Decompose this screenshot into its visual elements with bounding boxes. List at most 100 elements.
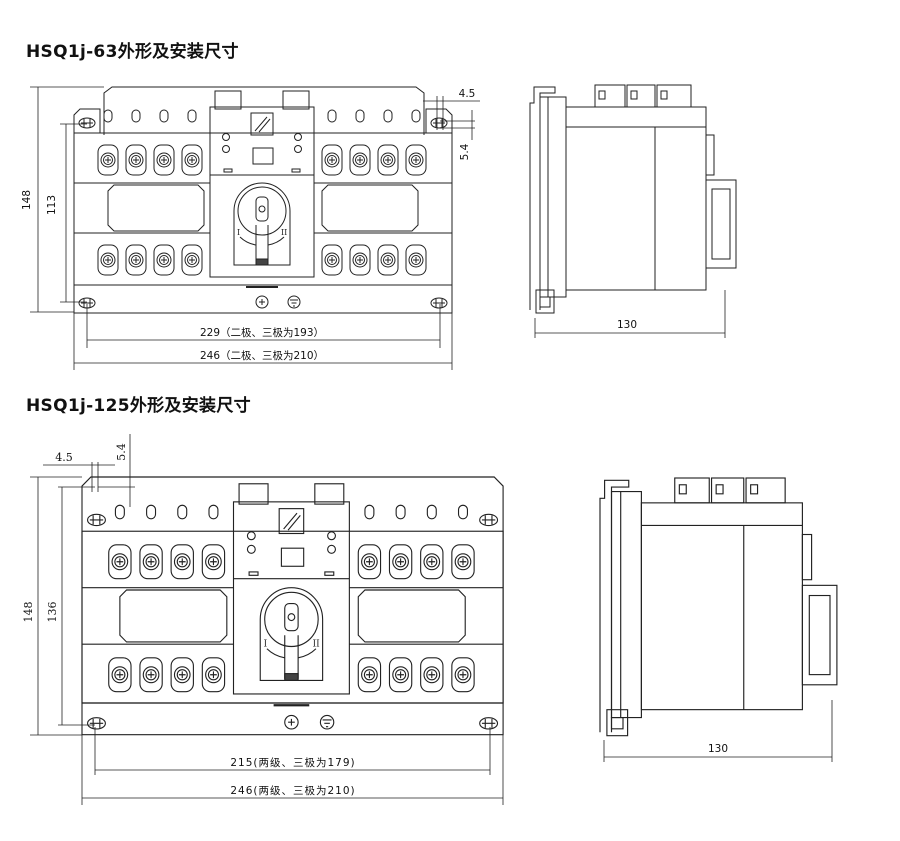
screw-icon [173, 553, 191, 571]
screw-icon [324, 252, 340, 268]
screw-cross-icon [161, 157, 167, 163]
terminal-screw [660, 90, 668, 100]
terminal-top [405, 144, 427, 176]
screw-icon [380, 252, 396, 268]
screw-icon [142, 666, 160, 684]
terminal-screw [750, 484, 759, 495]
oval-slot [177, 504, 188, 520]
screw-cross-icon [288, 718, 295, 726]
side-body [640, 502, 803, 711]
screw-cross-icon [357, 257, 363, 263]
terminal-top [181, 144, 203, 176]
switch-position-1: I [237, 228, 240, 237]
mounting-hole-icon [78, 117, 96, 129]
screw-cross-icon [116, 558, 124, 566]
screw-cross-icon [357, 157, 363, 163]
oval-slot [114, 504, 125, 520]
screw-icon [392, 553, 409, 571]
screw-icon [284, 714, 299, 730]
screw-cross-icon [147, 558, 155, 566]
screw-cross-icon [105, 257, 111, 263]
mounting-hole-icon [87, 513, 106, 527]
screw-head [457, 556, 469, 568]
screw-cross-icon [133, 157, 139, 163]
dimension-side-depth-125 [603, 700, 833, 762]
screw-cross-icon [385, 157, 391, 163]
screw-cross-icon [210, 558, 217, 566]
switch-knob [264, 591, 319, 648]
screw-head [395, 669, 407, 681]
terminal-bottom [388, 657, 413, 693]
screw-cross-icon [189, 157, 195, 163]
screw-icon [156, 252, 172, 268]
diagram-title-63: HSQ1j-63外形及安装尺寸 [26, 42, 239, 62]
ground-icon [319, 714, 335, 730]
status-window [280, 547, 305, 567]
switch-handle [284, 635, 299, 679]
terminal-bottom [357, 657, 382, 693]
knob-surround [233, 182, 291, 266]
knob-grip [284, 602, 299, 632]
clip-left [214, 90, 242, 110]
position-arc [239, 236, 285, 246]
screw-cross-icon [428, 671, 436, 679]
handle-tip [284, 673, 299, 681]
dim-hole-offset-y: 5.4 [459, 143, 471, 160]
screw-cross-icon [397, 558, 404, 566]
screw-head [114, 556, 126, 568]
screw-cross-icon [329, 257, 335, 263]
screw-icon [324, 152, 340, 168]
side-knob [705, 179, 737, 269]
screw-icon [156, 152, 172, 168]
top-plate [103, 86, 425, 135]
indicator [246, 544, 256, 554]
terminal-top [420, 544, 444, 580]
screw-icon [423, 553, 441, 571]
terminal-bottom [153, 244, 175, 276]
side-bump [705, 134, 715, 176]
indicator [327, 544, 336, 554]
screw-icon [352, 152, 368, 168]
terminal-bottom [321, 244, 343, 276]
screw-icon [255, 295, 269, 309]
side-knob-inner [711, 188, 731, 260]
screw-head [411, 255, 421, 265]
terminal-top [153, 144, 175, 176]
dimensions-hsq1j-63 [30, 86, 480, 370]
screw-icon [184, 152, 200, 168]
hole-mark [433, 299, 445, 307]
screw-cross-icon [259, 299, 265, 305]
terminal-bottom [181, 244, 203, 276]
terminal-top [377, 144, 399, 176]
clip-right [282, 90, 310, 110]
screw-icon [408, 252, 424, 268]
hole-mark [89, 515, 104, 525]
dim-depth: 130 [617, 319, 637, 331]
hole-mark [81, 119, 93, 127]
screw-cross-icon [147, 671, 155, 679]
screw-icon [173, 666, 191, 684]
hole-mark [81, 299, 93, 307]
mounting-hole-icon [87, 717, 106, 730]
screw-cross-icon [105, 157, 111, 163]
screw-icon [392, 666, 409, 684]
oval-slot [146, 504, 157, 520]
bottom-clip [535, 289, 555, 314]
screw-cross-icon [189, 257, 195, 263]
screw-head [426, 669, 438, 681]
knob-center [258, 205, 266, 213]
hole-mark [481, 515, 496, 525]
screw-head [187, 255, 197, 265]
screw-head [457, 669, 469, 681]
terminal-top [388, 544, 413, 580]
terminal-bottom [139, 657, 163, 693]
oval-slot [395, 504, 406, 520]
screw-head [103, 155, 113, 165]
dimension-side-depth-63 [534, 290, 726, 338]
screw-head [131, 255, 141, 265]
position-arc [266, 648, 317, 659]
oval-slot [131, 109, 141, 123]
terminal-block [745, 477, 786, 504]
screw-cross-icon [178, 671, 186, 679]
